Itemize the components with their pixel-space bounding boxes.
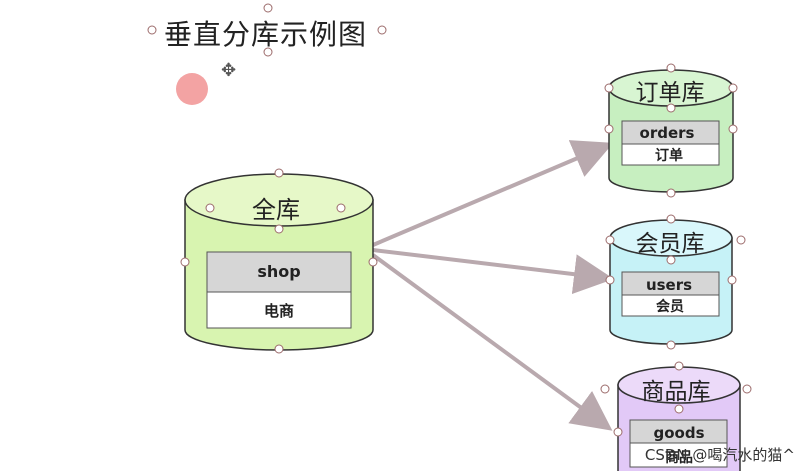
db-cylinder-main[interactable]: 全库 shop 电商 — [184, 173, 374, 351]
table-body-users — [621, 294, 720, 317]
table-desc-users: 会员 — [656, 298, 684, 315]
resize-handle[interactable] — [368, 257, 378, 267]
resize-handle[interactable] — [613, 427, 623, 437]
resize-handle[interactable] — [666, 188, 676, 198]
table-name-users: users — [646, 276, 692, 294]
table-body-goods — [629, 442, 728, 468]
resize-handle[interactable] — [666, 103, 676, 113]
resize-handle[interactable] — [666, 255, 676, 265]
db-name-users: 会员库 — [636, 231, 705, 257]
table-name-goods: goods — [653, 424, 704, 442]
resize-handle[interactable] — [728, 124, 738, 134]
resize-handle[interactable] — [147, 25, 157, 35]
resize-handle[interactable] — [674, 404, 684, 414]
arrow-to-goods — [371, 253, 613, 431]
resize-handle[interactable] — [180, 257, 190, 267]
table-name-main: shop — [257, 262, 300, 281]
db-cylinder-goods[interactable]: 商品库 goods 商品 — [617, 366, 741, 475]
resize-handle[interactable] — [666, 63, 676, 73]
table-body-orders — [621, 143, 720, 166]
resize-handle[interactable] — [605, 275, 615, 285]
resize-handle[interactable] — [604, 124, 614, 134]
db-cylinder-users[interactable]: 会员库 users 会员 — [609, 219, 733, 345]
db-name-goods: 商品库 — [642, 379, 711, 405]
selection-handles — [147, 3, 752, 437]
resize-handle[interactable] — [728, 83, 738, 93]
page-title: 垂直分库示例图 — [164, 18, 368, 51]
resize-handle[interactable] — [274, 344, 284, 354]
resize-handle[interactable] — [336, 203, 346, 213]
db-cylinder-orders[interactable]: 订单库 orders 订单 — [608, 69, 734, 193]
db-name-orders: 订单库 — [636, 80, 705, 106]
resize-handle[interactable] — [600, 384, 610, 394]
db-name-main: 全库 — [252, 196, 300, 224]
resize-handle[interactable] — [263, 47, 273, 57]
resize-handle[interactable] — [674, 361, 684, 371]
table-desc-orders: 订单 — [655, 147, 683, 164]
table-desc-main: 电商 — [264, 302, 294, 320]
table-header-main — [206, 251, 352, 293]
move-cursor-icon: ✥ — [221, 60, 236, 81]
arrow-to-users — [372, 248, 614, 295]
resize-handle[interactable] — [604, 83, 614, 93]
resize-handle[interactable] — [263, 3, 273, 13]
table-body-main — [206, 291, 352, 329]
resize-handle[interactable] — [205, 203, 215, 213]
resize-handle[interactable] — [605, 235, 615, 245]
pointer-highlight — [176, 73, 208, 105]
table-desc-goods: 商品 — [665, 449, 693, 466]
resize-handle[interactable] — [742, 384, 752, 394]
table-name-orders: orders — [640, 124, 695, 142]
resize-handle[interactable] — [666, 340, 676, 350]
resize-handle[interactable] — [377, 25, 387, 35]
arrows — [371, 140, 614, 431]
resize-handle[interactable] — [666, 214, 676, 224]
watermark: CSDN @喝汽水的猫^ — [644, 446, 795, 464]
arrow-to-orders — [372, 140, 614, 247]
resize-handle[interactable] — [736, 235, 746, 245]
resize-handle[interactable] — [274, 224, 284, 234]
resize-handle[interactable] — [274, 168, 284, 178]
resize-handle[interactable] — [727, 275, 737, 285]
